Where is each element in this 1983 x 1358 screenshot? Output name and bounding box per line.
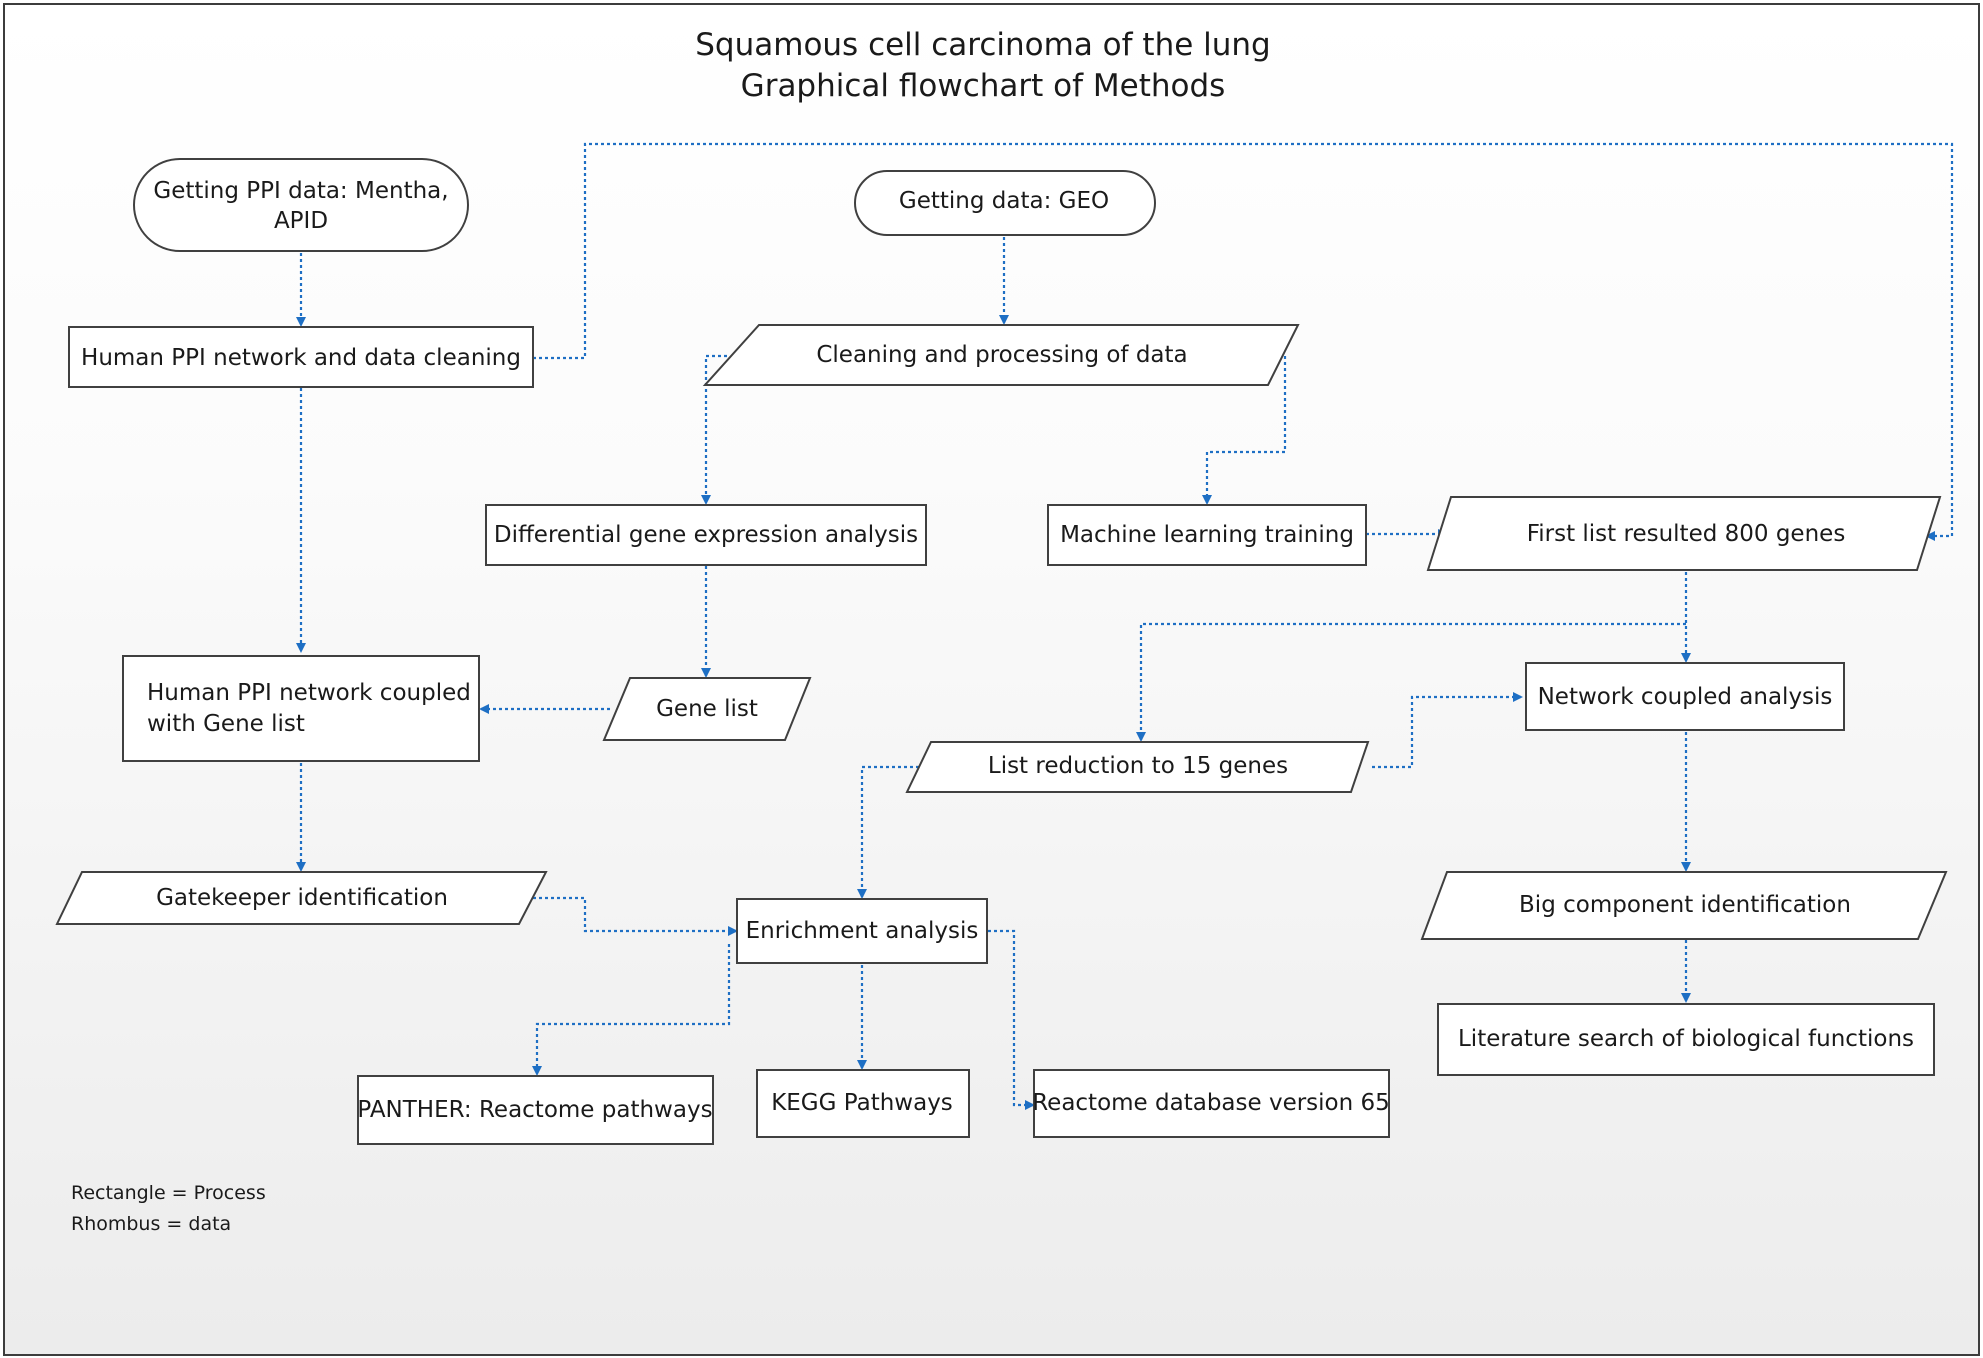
node-cleaning-processing: Cleaning and processing of data [702, 324, 1300, 386]
legend-line1: Rectangle = Process [71, 1182, 266, 1204]
edge-enrichment-to-panther [532, 944, 731, 1076]
node-cleaning-processing-label: Cleaning and processing of data [816, 342, 1187, 368]
node-getting-ppi-data: Getting PPI data: Mentha, APID [133, 158, 469, 252]
node-kegg-label: KEGG Pathways [771, 1090, 953, 1116]
node-ml-training: Machine learning training [1047, 504, 1367, 566]
node-panther-label: PANTHER: Reactome pathways [357, 1097, 712, 1123]
node-getting-ppi-data-line1: Getting PPI data: Mentha, [153, 178, 448, 204]
edge-gatekeeper-to-enrichment [533, 896, 738, 936]
node-network-coupled-label: Network coupled analysis [1538, 684, 1833, 710]
node-human-ppi-cleaning: Human PPI network and data cleaning [68, 326, 534, 388]
node-panther: PANTHER: Reactome pathways [357, 1075, 714, 1145]
node-enrichment-label: Enrichment analysis [746, 918, 979, 944]
edge-processing-to-ml [1202, 356, 1287, 505]
node-gatekeeper: Gatekeeper identification [55, 871, 548, 925]
node-gene-list: Gene list [602, 677, 812, 741]
node-enrichment: Enrichment analysis [736, 898, 988, 964]
node-reactome-db-label: Reactome database version 65 [1032, 1090, 1390, 1116]
node-differential-expression: Differential gene expression analysis [485, 504, 927, 566]
legend: Rectangle = Process Rhombus = data [71, 1182, 266, 1235]
diagram-title-line2: Graphical flowchart of Methods [741, 68, 1226, 104]
node-first-list-label: First list resulted 800 genes [1527, 521, 1846, 547]
edge-processing-to-diff-expr [701, 354, 727, 505]
node-list-reduction-label: List reduction to 15 genes [988, 753, 1288, 779]
edge-enrichment-to-reactome [988, 929, 1035, 1110]
node-reactome-db: Reactome database version 65 [1032, 1069, 1390, 1138]
node-getting-ppi-data-line2: APID [274, 208, 328, 234]
node-ppi-coupled-line1: Human PPI network coupled [147, 680, 471, 706]
node-human-ppi-cleaning-label: Human PPI network and data cleaning [81, 345, 521, 371]
edge-reduction-to-network [1372, 692, 1523, 769]
edge-reduction-to-enrichment [857, 765, 919, 899]
diagram-title-line1: Squamous cell carcinoma of the lung [695, 27, 1270, 63]
node-ppi-coupled-line2: with Gene list [147, 711, 305, 737]
node-ml-training-label: Machine learning training [1060, 522, 1354, 548]
node-literature: Literature search of biological function… [1437, 1003, 1935, 1076]
node-list-reduction: List reduction to 15 genes [905, 741, 1370, 793]
node-gatekeeper-label: Gatekeeper identification [156, 885, 448, 911]
edge-first-list-to-reduction [1136, 622, 1686, 742]
node-getting-data-geo: Getting data: GEO [854, 170, 1156, 236]
connectors [296, 142, 1954, 1110]
node-gene-list-label: Gene list [656, 696, 758, 722]
legend-line2: Rhombus = data [71, 1213, 231, 1235]
node-ppi-coupled: Human PPI network coupled with Gene list [122, 655, 480, 762]
node-big-component: Big component identification [1420, 871, 1948, 940]
node-first-list: First list resulted 800 genes [1426, 496, 1942, 571]
node-network-coupled: Network coupled analysis [1525, 662, 1845, 731]
node-literature-label: Literature search of biological function… [1458, 1026, 1914, 1052]
node-differential-expression-label: Differential gene expression analysis [494, 522, 918, 548]
node-kegg: KEGG Pathways [756, 1069, 970, 1138]
node-big-component-label: Big component identification [1519, 892, 1851, 918]
node-getting-data-geo-label: Getting data: GEO [899, 188, 1109, 214]
edge-cleaning-to-first-list [533, 142, 1954, 541]
